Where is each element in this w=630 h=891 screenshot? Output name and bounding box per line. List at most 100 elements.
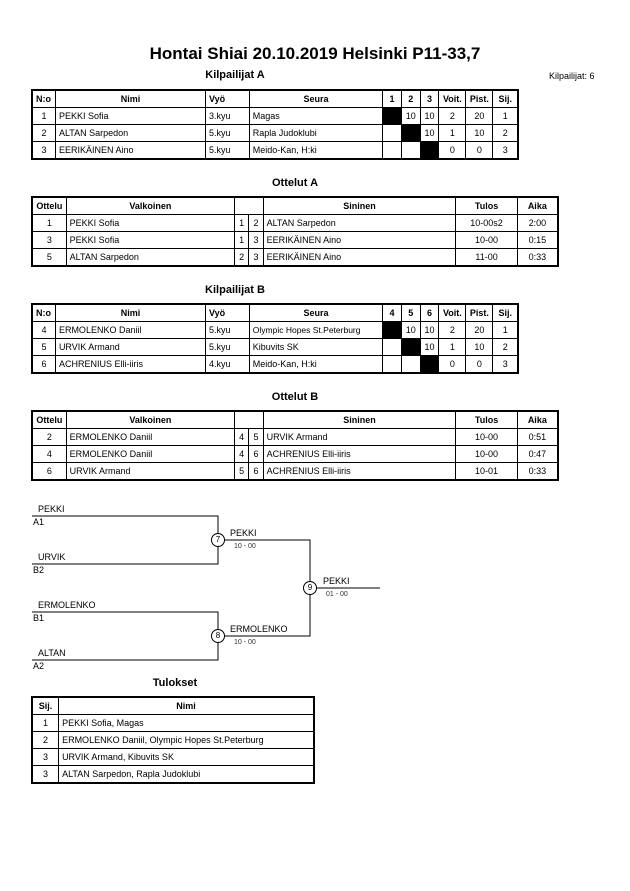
cell: ALTAN Sarpedon xyxy=(65,248,236,267)
match-number: 9 xyxy=(303,581,317,595)
bracket-r1-name: PEKKI xyxy=(38,504,65,514)
bracket-r1-name: URVIK xyxy=(38,552,66,562)
cell xyxy=(400,124,421,142)
bracket-r1-name: ALTAN xyxy=(38,648,66,658)
table-header-row: N:o Nimi Vyö Seura 4 5 6 Voit. Pist. Sij… xyxy=(31,303,519,322)
cell: 2 xyxy=(492,338,519,356)
cell: 0 xyxy=(465,141,494,160)
col-header: Nimi xyxy=(58,696,315,715)
cell: 3 xyxy=(31,748,60,766)
cell: 5 xyxy=(31,338,56,356)
results-title: Tulokset xyxy=(152,677,198,689)
table-row: 1 PEKKI Sofia 3.kyu Magas 10 10 2 20 1 xyxy=(31,107,519,125)
cell: 6 xyxy=(31,462,67,481)
cell: 0:47 xyxy=(516,445,559,463)
cell: ERMOLENKO Daniil xyxy=(65,445,236,463)
col-header: Sij. xyxy=(31,696,60,715)
table-row: 1 PEKKI Sofia 1 2 ALTAN Sarpedon 10-00s2… xyxy=(31,214,559,232)
cell: Meido-Kan, H:ki xyxy=(248,141,384,160)
cell: Meido-Kan, H:ki xyxy=(248,355,384,374)
cell xyxy=(419,355,440,374)
table-row: 6 ACHRENIUS Elli-iiris 4.kyu Meido-Kan, … xyxy=(31,355,519,374)
table-row: 3 URVIK Armand, Kibuvits SK xyxy=(31,748,315,766)
cell xyxy=(400,338,421,356)
table-row: 2 ERMOLENKO Daniil, Olympic Hopes St.Pet… xyxy=(31,731,315,749)
matches-a-title: Ottelut A xyxy=(271,177,319,189)
cell: 3 xyxy=(492,355,519,374)
matches-b-table: Ottelu Valkoinen Sininen Tulos Aika 2 ER… xyxy=(31,410,559,481)
match-score: 10 - 00 xyxy=(234,543,256,550)
cell xyxy=(419,141,440,160)
cell: 10 xyxy=(465,124,494,142)
cell: 5 xyxy=(31,248,67,267)
cell: EERIKÄINEN Aino xyxy=(54,141,207,160)
pool-a-title: Kilpailijat A xyxy=(205,69,265,81)
cell: 10 xyxy=(465,338,494,356)
cell: 5.kyu xyxy=(205,124,250,142)
match-score: 10 - 00 xyxy=(234,639,256,646)
matches-a-table: Ottelu Valkoinen Sininen Tulos Aika 1 PE… xyxy=(31,196,559,267)
cell: PEKKI Sofia, Magas xyxy=(58,714,315,732)
cell: 0:15 xyxy=(516,231,559,249)
cell: Rapla Judoklubi xyxy=(248,124,384,142)
table-row: 1 PEKKI Sofia, Magas xyxy=(31,714,315,732)
cell: 1 xyxy=(492,107,519,125)
pool-a-table: N:o Nimi Vyö Seura 1 2 3 Voit. Pist. Sij… xyxy=(31,89,519,160)
matches-b-title: Ottelut B xyxy=(271,391,319,403)
cell: ERMOLENKO Daniil, Olympic Hopes St.Peter… xyxy=(58,731,315,749)
cell: 0:33 xyxy=(516,462,559,481)
cell: 0:33 xyxy=(516,248,559,267)
cell: 2 xyxy=(31,731,60,749)
cell: 10-01 xyxy=(455,462,518,481)
cell: Kibuvits SK xyxy=(248,338,384,356)
cell: 4 xyxy=(31,445,67,463)
cell: 1 xyxy=(234,231,250,249)
bracket-r1-seed: B2 xyxy=(33,565,45,575)
table-row: 6 URVIK Armand 5 6 ACHRENIUS Elli-iiris … xyxy=(31,462,559,481)
bracket-r1-name: ERMOLENKO xyxy=(38,600,96,610)
cell: PEKKI Sofia xyxy=(65,231,236,249)
cell: ACHRENIUS Elli-iiris xyxy=(262,445,457,463)
match-number: 7 xyxy=(211,533,225,547)
bracket-r1-seed: A2 xyxy=(33,661,45,671)
table-row: 2 ALTAN Sarpedon 5.kyu Rapla Judoklubi 1… xyxy=(31,124,519,142)
cell: 2 xyxy=(234,248,250,267)
cell: 10-00 xyxy=(455,231,518,249)
competitor-count: Kilpailijat: 6 xyxy=(549,71,595,81)
cell: ALTAN Sarpedon xyxy=(54,124,207,142)
bracket-r1-seed: A1 xyxy=(33,517,45,527)
table-row: 4 ERMOLENKO Daniil 4 6 ACHRENIUS Elli-ii… xyxy=(31,445,559,463)
cell: 0 xyxy=(465,355,494,374)
match-number: 8 xyxy=(211,629,225,643)
match-winner: PEKKI xyxy=(230,528,257,538)
cell: ACHRENIUS Elli-iiris xyxy=(54,355,207,374)
table-header-row: Sij. Nimi xyxy=(31,696,315,715)
bracket-r1-seed: B1 xyxy=(33,613,45,623)
results-table: Sij. Nimi 1 PEKKI Sofia, Magas 2 ERMOLEN… xyxy=(31,696,315,784)
cell: 3 xyxy=(31,141,56,160)
pool-b-table: N:o Nimi Vyö Seura 4 5 6 Voit. Pist. Sij… xyxy=(31,303,519,374)
table-row: 4 ERMOLENKO Daniil 5.kyu Olympic Hopes S… xyxy=(31,321,519,339)
table-row: 5 URVIK Armand 5.kyu Kibuvits SK 10 1 10… xyxy=(31,338,519,356)
cell: 3 xyxy=(492,141,519,160)
cell: 1 xyxy=(31,714,60,732)
cell: 3 xyxy=(248,248,264,267)
match-winner: ERMOLENKO xyxy=(230,624,288,634)
cell: 6 xyxy=(31,355,56,374)
cell: 2 xyxy=(31,124,56,142)
col-header: Pist. xyxy=(465,303,494,322)
table-row: 3 PEKKI Sofia 1 3 EERIKÄINEN Aino 10-00 … xyxy=(31,231,559,249)
cell: 10-00 xyxy=(455,445,518,463)
table-row: 3 ALTAN Sarpedon, Rapla Judoklubi xyxy=(31,765,315,784)
cell: 11-00 xyxy=(455,248,518,267)
cell: ALTAN Sarpedon, Rapla Judoklubi xyxy=(58,765,315,784)
cell: URVIK Armand, Kibuvits SK xyxy=(58,748,315,766)
cell: 2 xyxy=(492,124,519,142)
table-row: 5 ALTAN Sarpedon 2 3 EERIKÄINEN Aino 11-… xyxy=(31,248,559,267)
page-title: Hontai Shiai 20.10.2019 Helsinki P11-33,… xyxy=(149,44,481,63)
match-score: 01 - 00 xyxy=(326,591,348,598)
cell: EERIKÄINEN Aino xyxy=(262,231,457,249)
cell: 3 xyxy=(248,231,264,249)
cell: 3 xyxy=(31,231,67,249)
match-winner: PEKKI xyxy=(323,576,350,586)
